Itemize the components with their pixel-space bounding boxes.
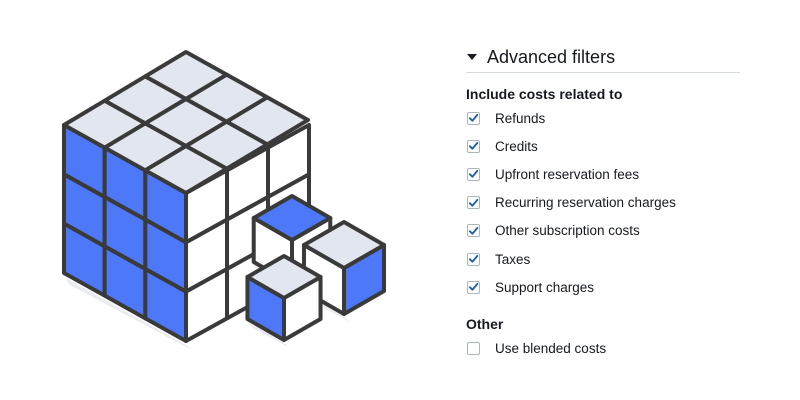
other-options-list: Use blended costs (466, 334, 740, 362)
small-cube-back-top-face (251, 194, 333, 242)
option-credits[interactable]: Credits (466, 132, 740, 160)
option-label: Upfront reservation fees (495, 166, 640, 182)
option-label: Recurring reservation charges (495, 195, 676, 211)
option-label: Support charges (495, 279, 595, 295)
small-cube-right-top-face (301, 220, 387, 270)
check-icon (468, 142, 479, 150)
option-label: Other subscription costs (495, 223, 640, 239)
option-label: Use blended costs (495, 340, 607, 356)
caret-down-icon (467, 54, 477, 60)
option-upfront-reservation-fees[interactable]: Upfront reservation fees (466, 160, 740, 188)
cube-shadow (64, 277, 194, 351)
option-support-charges[interactable]: Support charges (466, 273, 740, 301)
check-icon (468, 114, 479, 122)
other-section-title: Other (466, 316, 504, 333)
check-icon (468, 198, 479, 207)
check-icon (468, 283, 479, 291)
check-icon (468, 226, 479, 235)
advanced-filters-panel: Advanced filters Include costs related t… (466, 42, 740, 363)
panel-title: Advanced filters (487, 46, 616, 67)
option-taxes[interactable]: Taxes (466, 245, 740, 273)
cube-illustration (62, 50, 387, 351)
checkbox-refunds[interactable] (467, 111, 480, 125)
advanced-filters-toggle[interactable]: Advanced filters (466, 42, 740, 73)
checkbox-recurring-reservation-charges[interactable] (467, 196, 480, 210)
checkbox-support-charges[interactable] (467, 280, 480, 294)
option-use-blended-costs[interactable]: Use blended costs (466, 334, 740, 362)
option-refunds[interactable]: Refunds (466, 104, 740, 132)
option-recurring-reservation-charges[interactable]: Recurring reservation charges (466, 189, 740, 217)
include-section-title: Include costs related to (466, 86, 623, 102)
checkbox-taxes[interactable] (467, 252, 480, 266)
small-cube-front-top-face (245, 254, 323, 300)
option-label: Credits (495, 138, 538, 154)
check-icon (468, 170, 479, 179)
option-other-subscription-costs[interactable]: Other subscription costs (466, 217, 740, 245)
option-label: Taxes (495, 251, 531, 267)
cube-top-cell (224, 95, 310, 147)
option-label: Refunds (495, 110, 546, 126)
small-cube-front-shadow (247, 322, 290, 348)
checkbox-use-blended-costs[interactable] (467, 341, 480, 355)
checkbox-upfront-reservation-fees[interactable] (467, 167, 480, 181)
checkbox-other-subscription-costs[interactable] (467, 224, 480, 238)
checkbox-credits[interactable] (467, 139, 480, 153)
cube-artwork (62, 50, 387, 351)
check-icon (468, 254, 479, 263)
